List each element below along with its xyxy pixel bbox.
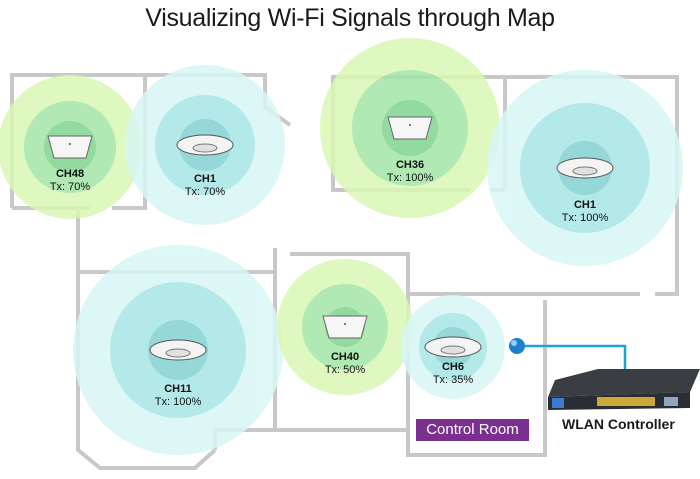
wlan-controller-device-icon[interactable] [548,369,700,410]
access-point-box-icon[interactable] [387,116,433,140]
ap-tx-label: Tx: 70% [50,181,91,193]
access-point-disc-icon[interactable] [176,134,234,156]
switch-lcd [552,398,564,408]
ap-channel-label: CH1 [574,199,596,211]
ap-ch1-a[interactable] [125,65,285,225]
ap-channel-label: CH40 [331,351,359,363]
access-point-box-icon[interactable] [322,315,368,339]
ap-tx-label: Tx: 100% [562,212,609,224]
access-point-disc-icon[interactable] [424,336,482,358]
ap-disc-center [165,348,191,358]
ap-tx-label: Tx: 35% [433,374,474,386]
cable-node-highlight [511,340,517,346]
ap-channel-label: CH36 [396,159,424,171]
switch-sfp-ports [664,397,678,406]
ap-disc-center [192,143,218,153]
ap-channel-label: CH6 [442,361,464,373]
ap-body [47,135,93,159]
ap-tx-label: Tx: 50% [325,364,366,376]
ap-disc-center [440,345,466,355]
wall-control-room [406,292,640,457]
ap-ch11[interactable] [73,245,283,455]
access-point-disc-icon[interactable] [556,157,614,179]
ap-led [69,143,71,145]
ap-led [344,323,346,325]
ap-tx-label: Tx: 70% [185,186,226,198]
wall-room-ch11 [76,272,217,470]
access-point-box-icon[interactable] [47,135,93,159]
switch-ports [597,397,655,406]
ap-disc-center [572,166,598,176]
cable-node-icon [509,338,525,354]
access-point-disc-icon[interactable] [149,339,207,361]
ap-channel-label: CH48 [56,168,84,180]
network-cable [509,338,627,372]
ap-led [409,124,411,126]
cable-line [517,344,627,372]
switch-top [548,369,700,397]
ap-body [387,116,433,140]
ap-channel-label: CH1 [194,173,216,185]
ap-body [322,315,368,339]
ap-tx-label: Tx: 100% [387,172,434,184]
wlan-controller-label: WLAN Controller [562,416,675,432]
ap-tx-label: Tx: 100% [155,396,202,408]
page-title: Visualizing Wi-Fi Signals through Map [145,4,555,32]
ap-channel-label: CH11 [164,383,192,395]
control-room-label: Control Room [416,419,529,441]
